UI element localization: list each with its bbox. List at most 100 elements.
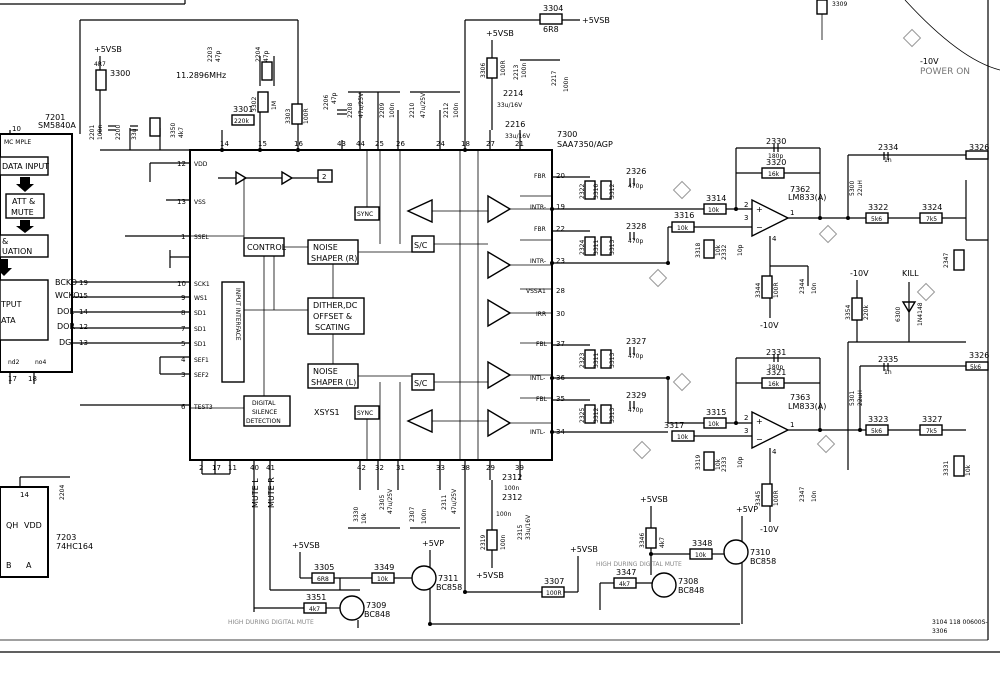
- block-output-2: ATA: [1, 316, 16, 325]
- ic-main-part: SAA7350/AGP: [557, 140, 613, 149]
- svg-text:+5VSB: +5VSB: [94, 45, 122, 54]
- svg-text:2201: 2201: [89, 125, 96, 140]
- svg-text:100R: 100R: [500, 60, 507, 76]
- svg-text:+5VSB: +5VSB: [476, 571, 504, 580]
- svg-text:3350: 3350: [170, 123, 177, 138]
- svg-text:3321: 3321: [766, 368, 786, 377]
- svg-text:3306: 3306: [932, 628, 947, 635]
- svg-text:-10V: -10V: [760, 525, 779, 534]
- svg-text:7363: 7363: [790, 393, 810, 402]
- svg-text:3319: 3319: [695, 455, 702, 470]
- svg-text:35: 35: [556, 395, 565, 403]
- svg-text:2: 2: [744, 414, 748, 422]
- svg-text:-10V: -10V: [760, 321, 779, 330]
- svg-text:5301: 5301: [849, 391, 856, 406]
- svg-text:7309: 7309: [366, 601, 386, 610]
- svg-text:4k7: 4k7: [659, 537, 666, 548]
- channel-l: 2323 3311 3313 2325 3312 3313 2327 470p …: [552, 337, 989, 534]
- svg-text:SD1: SD1: [194, 310, 206, 317]
- svg-text:37: 37: [556, 340, 565, 348]
- svg-text:DOL: DOL: [57, 307, 74, 316]
- svg-text:13: 13: [177, 198, 186, 206]
- svg-text:10k: 10k: [708, 207, 720, 214]
- svg-text:2347: 2347: [943, 253, 950, 268]
- svg-text:2: 2: [744, 201, 748, 209]
- svg-text:100R: 100R: [773, 490, 780, 506]
- svg-text:100n: 100n: [521, 63, 528, 78]
- svg-text:5k6: 5k6: [871, 428, 882, 435]
- svg-text:VDD: VDD: [194, 161, 208, 168]
- svg-text:2312: 2312: [502, 473, 522, 482]
- svg-text:2204: 2204: [59, 485, 66, 500]
- ic-left-header: MC MPLE: [4, 139, 31, 146]
- svg-text:2335: 2335: [878, 355, 898, 364]
- svg-text:6R8: 6R8: [317, 576, 329, 583]
- svg-text:6: 6: [181, 403, 186, 411]
- svg-text:3303: 3303: [285, 109, 292, 124]
- corner-fragments: 3309 -10V POWER ON: [816, 0, 970, 77]
- svg-text:470p: 470p: [628, 407, 643, 414]
- svg-text:10n: 10n: [811, 490, 818, 502]
- svg-text:2312: 2312: [502, 493, 522, 502]
- svg-text:470p: 470p: [628, 183, 643, 190]
- svg-text:25: 25: [375, 140, 384, 148]
- svg-text:1: 1: [790, 209, 794, 217]
- svg-text:3311: 3311: [593, 353, 600, 368]
- svg-text:47p: 47p: [263, 50, 270, 62]
- svg-text:QH: QH: [6, 521, 18, 530]
- svg-text:47u/25V: 47u/25V: [358, 92, 365, 118]
- svg-text:470p: 470p: [628, 353, 643, 360]
- svg-text:100n: 100n: [504, 485, 519, 492]
- svg-text:SHAPER (L): SHAPER (L): [311, 378, 356, 387]
- svg-text:2331: 2331: [766, 348, 786, 357]
- svg-text:2325: 2325: [579, 408, 586, 423]
- svg-text:3320: 3320: [766, 158, 786, 167]
- svg-text:10k: 10k: [677, 225, 689, 232]
- svg-text:3307: 3307: [544, 577, 564, 586]
- block-amp: &: [2, 237, 8, 246]
- svg-text:no4: no4: [35, 359, 46, 366]
- svg-text:47p: 47p: [215, 50, 222, 62]
- svg-text:7203: 7203: [56, 533, 76, 542]
- svg-text:10k: 10k: [677, 434, 689, 441]
- svg-text:LM833(A): LM833(A): [788, 193, 826, 202]
- svg-text:SYNC: SYNC: [357, 410, 373, 417]
- svg-text:BC848: BC848: [678, 586, 704, 595]
- svg-text:INTR-: INTR-: [530, 204, 546, 211]
- svg-text:30: 30: [556, 310, 565, 318]
- svg-text:12: 12: [79, 323, 88, 331]
- svg-text:47u/25V: 47u/25V: [420, 92, 427, 118]
- svg-text:2315: 2315: [517, 525, 524, 540]
- svg-text:3304: 3304: [543, 4, 563, 13]
- svg-text:2330: 2330: [766, 137, 786, 146]
- svg-text:+: +: [756, 205, 763, 214]
- svg-text:2209: 2209: [379, 103, 386, 118]
- svg-text:SCK1: SCK1: [194, 281, 210, 288]
- svg-text:−: −: [756, 435, 763, 444]
- svg-text:42: 42: [357, 464, 366, 472]
- svg-text:1M: 1M: [271, 101, 278, 110]
- svg-text:100n: 100n: [563, 77, 570, 92]
- svg-text:2333: 2333: [721, 457, 728, 472]
- svg-text:10k: 10k: [695, 552, 707, 559]
- svg-text:4k7: 4k7: [309, 606, 320, 613]
- svg-text:7311: 7311: [438, 574, 458, 583]
- svg-text:IRR: IRR: [536, 311, 546, 318]
- svg-text:3347: 3347: [616, 568, 636, 577]
- svg-text:3302: 3302: [251, 97, 258, 112]
- svg-text:XSYS1: XSYS1: [314, 408, 340, 417]
- svg-text:WS1: WS1: [194, 295, 208, 302]
- svg-text:2216: 2216: [505, 120, 525, 129]
- svg-text:5300: 5300: [849, 181, 856, 196]
- svg-text:33u: 33u: [131, 128, 138, 140]
- svg-text:1n: 1n: [884, 369, 892, 376]
- svg-text:SSEL: SSEL: [194, 234, 209, 241]
- svg-text:2: 2: [199, 464, 203, 472]
- svg-text:1n: 1n: [884, 157, 892, 164]
- svg-text:32: 32: [375, 464, 384, 472]
- power-on-voltage: -10V: [920, 57, 939, 66]
- svg-text:2319: 2319: [480, 535, 487, 550]
- ic-left-block: 7201 SM5840A 10 MC MPLE DATA INPUT ATT &…: [0, 113, 76, 383]
- svg-text:180p: 180p: [768, 364, 783, 371]
- svg-text:3313: 3313: [609, 353, 616, 368]
